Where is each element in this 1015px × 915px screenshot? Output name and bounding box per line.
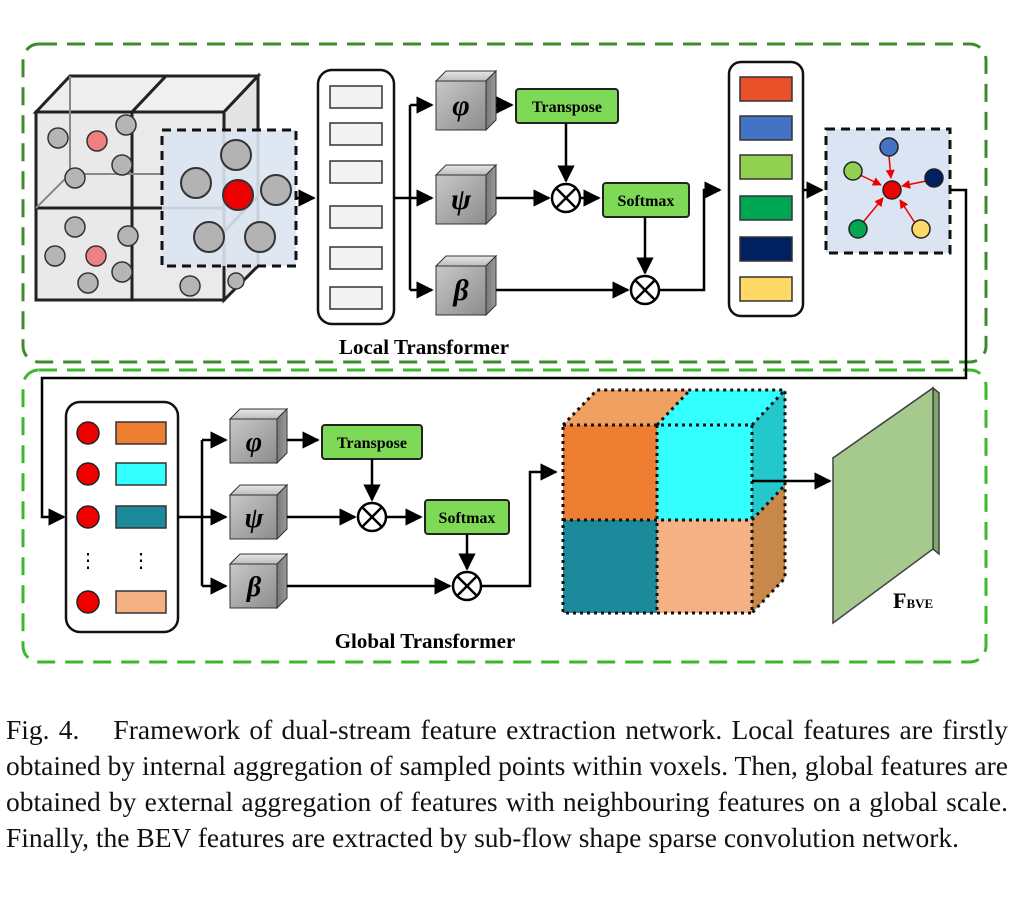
global-feature-2 [115,462,167,486]
global-softmax-label: Softmax [439,510,496,527]
global-beta-cube: β [228,552,289,610]
cube-block-2 [657,425,752,520]
cube-block-3 [563,520,657,613]
caption-text: Framework of dual-stream feature extract… [6,714,1008,853]
local-flow-arrows [496,96,722,299]
cube-block-4 [657,520,752,613]
cube-block-1 [563,425,657,520]
local-branch-arrows [394,96,434,299]
bev-label: FBVE [893,588,933,613]
local-feature-column [727,60,805,318]
connector-local-to-global [40,188,968,526]
global-panel-title: Global Transformer [335,629,516,653]
local-feature-3 [739,154,793,180]
local-panel-title: Local Transformer [339,335,509,359]
local-psi-cube: ψ [434,163,498,226]
global-feature-1 [115,421,167,445]
figure-caption: Fig. 4.Framework of dual-stream feature … [6,712,1008,856]
local-softmax-label: Softmax [618,193,675,210]
global-dots-right: ⋮ [131,550,151,572]
global-phi-cube: φ [228,407,289,465]
global-feature-cube [561,388,787,615]
local-multiply-2 [629,274,661,306]
global-softmax-box: Softmax [424,499,510,535]
local-transpose-box: Transpose [515,88,619,124]
local-token-stack [316,68,396,326]
global-transpose-box: Transpose [321,424,423,460]
local-phi-label: φ [452,89,470,122]
local-feature-4 [739,195,793,221]
local-multiply-1 [550,182,582,214]
local-psi-label: ψ [451,183,472,216]
bev-feature-plane [831,386,941,625]
local-beta-label: β [452,274,469,307]
local-feature-2 [739,115,793,141]
global-transpose-label: Transpose [337,435,407,452]
global-branch-arrows [178,431,228,595]
framework-diagram: φ ψ β Transpose Softmax [21,42,988,664]
voxel-grid [32,72,298,304]
global-multiply-1 [356,501,388,533]
local-softmax-box: Softmax [602,182,690,218]
global-flow-arrows [287,431,558,595]
local-phi-cube: φ [434,69,498,132]
local-beta-cube: β [434,254,498,317]
local-feature-1 [739,76,793,102]
global-multiply-2 [451,570,483,602]
caption-label: Fig. 4. [6,714,80,745]
global-dots-left: ⋮ [78,550,98,572]
global-psi-cube: ψ [228,483,289,541]
local-panel-border [21,42,988,364]
local-feature-5 [739,236,793,262]
local-transpose-label: Transpose [532,99,602,116]
global-token-stack: ⋮ ⋮ [64,400,180,634]
global-psi-label: ψ [245,503,264,534]
global-feature-3 [115,505,167,529]
global-feature-4 [115,590,167,614]
global-beta-label: β [246,572,262,603]
global-phi-label: φ [246,427,262,458]
global-panel-border [21,368,988,664]
local-feature-6 [739,276,793,302]
aggregation-box [824,127,952,255]
